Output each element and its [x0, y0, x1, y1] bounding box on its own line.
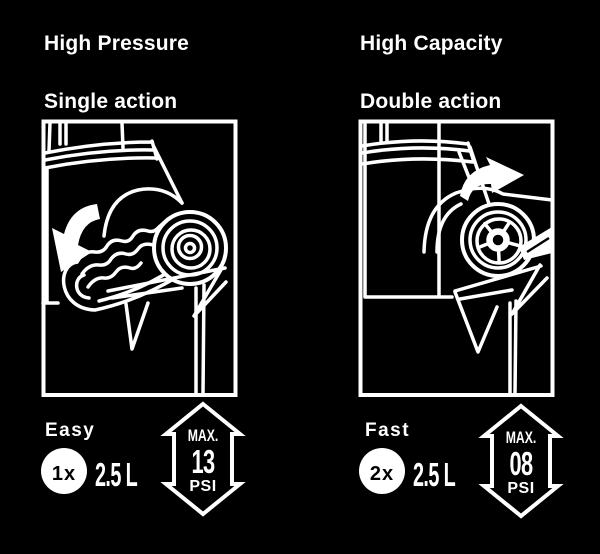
right-max-psi-badge: MAX. 08 PSI — [482, 404, 560, 518]
right-effort-label: Fast — [365, 420, 411, 441]
right-pump-barrel — [360, 121, 499, 299]
left-psi-unit: PSI — [189, 478, 217, 495]
right-max-label: MAX. — [505, 428, 537, 447]
left-max-label: MAX. — [187, 426, 219, 445]
left-max-psi-arrow-icon — [160, 401, 246, 517]
left-pump-barrel — [41, 121, 184, 305]
left-strokes-label: 1x — [51, 463, 77, 485]
right-strokes-circle-icon — [359, 448, 405, 494]
left-pump-head — [61, 187, 228, 312]
press-down-arrow-icon — [52, 204, 100, 272]
left-pump-illustration — [41, 119, 238, 397]
right-pump-head — [422, 186, 554, 278]
left-valve-forks — [106, 266, 228, 396]
left-effort-label: Easy — [45, 420, 96, 441]
right-strokes-label: 2x — [369, 463, 395, 485]
right-title-line1: High Capacity — [360, 32, 503, 55]
right-max-psi-arrow-icon — [478, 403, 564, 519]
left-panel-title: High Pressure Single action — [44, 29, 189, 116]
left-title-line2: Single action — [44, 90, 178, 113]
left-strokes-circle-icon — [41, 448, 87, 494]
left-volume-label: 2.5 L — [95, 456, 138, 493]
left-frame — [41, 119, 238, 397]
right-psi-value: 08 — [509, 445, 534, 482]
right-panel-title: High Capacity Double action — [360, 29, 503, 116]
right-volume-label: 2.5 L — [413, 456, 456, 493]
right-valve-forks — [453, 263, 549, 396]
right-psi-unit: PSI — [507, 480, 535, 497]
left-psi-value: 13 — [191, 443, 216, 480]
left-max-psi-badge: MAX. 13 PSI — [164, 402, 242, 516]
left-title-line1: High Pressure — [44, 32, 189, 55]
twist-arrow-icon — [460, 157, 524, 201]
right-title-line2: Double action — [360, 90, 502, 113]
right-frame — [358, 119, 555, 397]
right-pump-illustration — [358, 119, 555, 397]
